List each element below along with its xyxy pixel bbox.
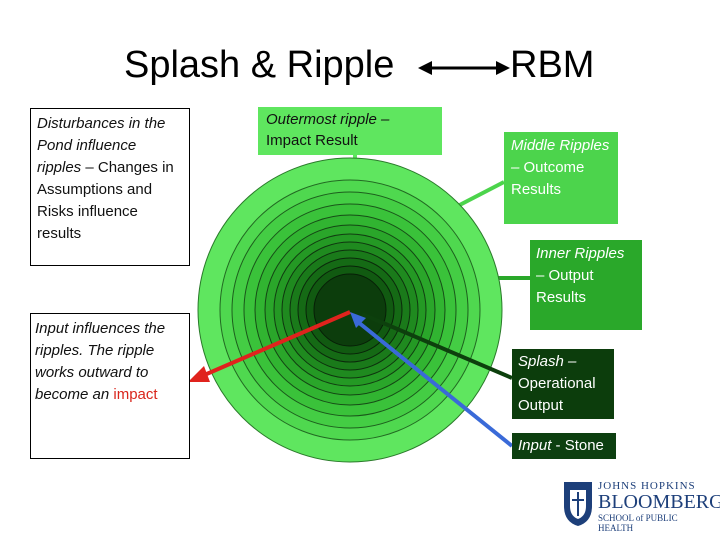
label-splash-italic: Splash –	[518, 353, 577, 370]
label-inner-ripples: Inner Ripples – Output Results	[530, 240, 642, 330]
logo-line3: SCHOOL of PUBLIC HEALTH	[598, 513, 678, 533]
impact-arrow-icon	[188, 310, 351, 382]
label-outer-normal: Impact Result	[266, 132, 358, 149]
shield-icon	[564, 482, 592, 526]
title-splash-ripple: Splash & Ripple	[124, 44, 395, 86]
input-note-highlight: impact	[113, 386, 158, 403]
label-outermost-ripple: Outermost ripple – Impact Result	[258, 107, 442, 155]
double-arrow-icon	[418, 61, 510, 75]
jhsph-logo: JOHNS HOPKINS BLOOMBERG SCHOOL of PUBLIC…	[562, 478, 720, 533]
label-middle-italic: Middle Ripples –	[511, 137, 610, 176]
disturbances-italic: Disturbances in the Pond influence rippl…	[37, 115, 166, 176]
label-splash-normal: Operational Output	[518, 375, 596, 414]
stone-arrow-icon	[350, 312, 514, 448]
splash-connector	[361, 312, 513, 380]
logo-line2: BLOOMBERG	[598, 491, 720, 513]
ripples	[197, 157, 503, 463]
label-middle-ripples: Middle Ripples – Outcome Results	[504, 132, 618, 224]
disturbances-dash: –	[81, 159, 98, 176]
input-note-text: Input influences the ripples. The ripple…	[35, 320, 166, 403]
input-note: Input influences the ripples. The ripple…	[30, 313, 190, 459]
disturbances-normal: Changes in Assumptions and Risks influen…	[37, 159, 174, 242]
title-rbm: RBM	[510, 44, 595, 86]
logo-line1: JOHNS HOPKINS	[598, 480, 696, 492]
label-middle-normal: Outcome Results	[511, 159, 585, 198]
label-outer-italic: Outermost ripple –	[266, 111, 390, 128]
label-inner-italic: Inner Ripples	[536, 245, 625, 262]
label-splash: Splash – Operational Output	[512, 349, 614, 419]
label-input-italic: Input	[518, 437, 552, 454]
disturbances-note: Disturbances in the Pond influence rippl…	[30, 108, 190, 266]
label-inner-normal: – Output Results	[536, 267, 594, 306]
label-input-stone: Input - Stone	[512, 433, 616, 459]
label-input-normal: - Stone	[551, 437, 604, 454]
